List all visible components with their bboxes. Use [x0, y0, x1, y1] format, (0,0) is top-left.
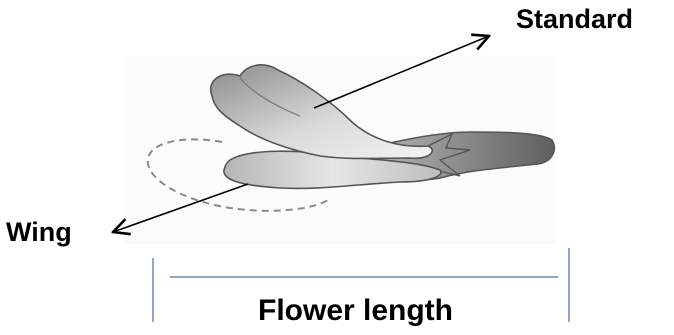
standard-label: Standard — [516, 6, 633, 33]
wing-label: Wing — [6, 219, 72, 246]
flower-length-label: Flower length — [258, 296, 453, 326]
